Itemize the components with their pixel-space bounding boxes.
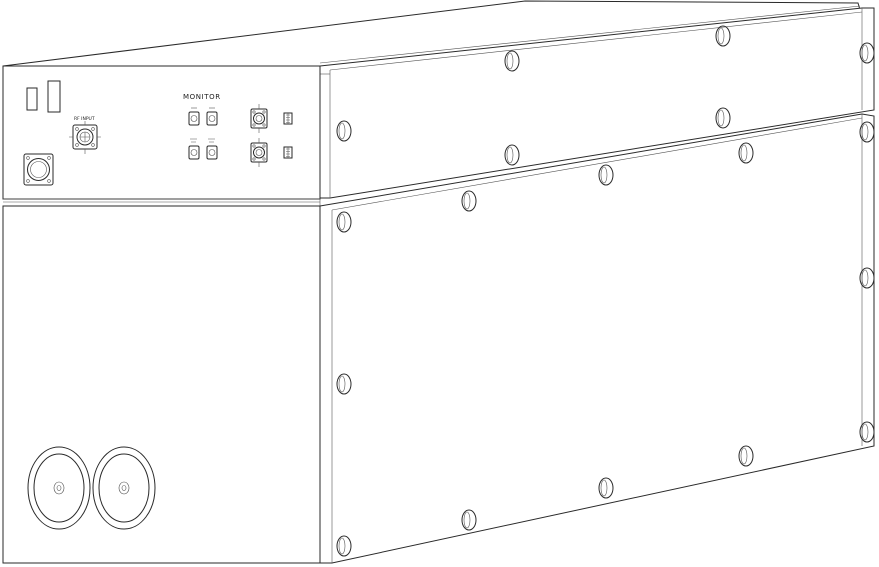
screw [461,509,477,531]
monitor-jack [206,138,218,160]
lower-front-panel [2,205,321,564]
round-cover [27,446,91,530]
rf-input-label: RF INPUT [74,116,95,122]
rf-input-connector [69,121,101,154]
indicator-window [26,87,38,111]
screw [715,25,731,47]
screw [504,144,520,166]
indicator-window [47,80,61,113]
pin-connector [283,112,293,125]
round-cover [92,446,156,530]
power-connector [23,153,54,186]
screw [859,421,875,443]
screw [461,190,477,212]
upper-panel-screws [336,25,875,166]
square-connector [250,104,268,133]
monitor-jack [188,138,200,160]
screw [715,107,731,129]
screw [598,164,614,186]
square-connector [250,138,268,167]
screw [336,535,352,557]
pin-connector [283,146,293,159]
screw [336,120,352,142]
screw [504,50,520,72]
screw [598,477,614,499]
upper-front-panel: RF INPUT MONITOR [2,65,321,203]
chassis-top-surface [2,0,861,67]
screw [336,373,352,395]
screw [738,142,754,164]
lower-side-panel [319,113,875,564]
monitor-label: MONITOR [183,93,221,101]
screw [336,211,352,233]
screw [859,267,875,289]
screw [859,42,875,64]
screw [738,445,754,467]
screw [859,121,875,143]
lower-panel-screws [336,142,875,557]
monitor-jack [188,107,200,126]
monitor-jack [206,107,218,126]
